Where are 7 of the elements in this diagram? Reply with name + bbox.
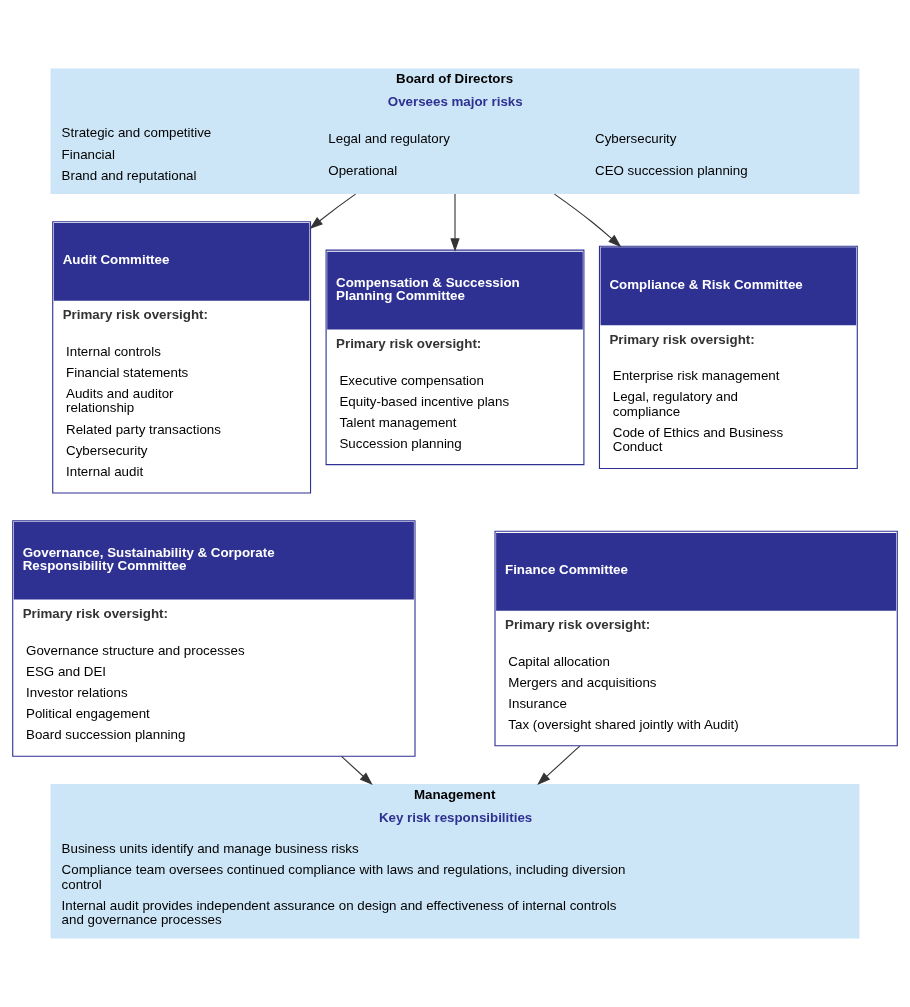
node-box: Management Key risk responsibilities Business units identify and manage business risks Compliance team oversees continued compliance with laws and regulations, including diversion control Internal audit provides independent assurance on design and effectiveness of internal controls and governance processes bbox=[50, 784, 860, 939]
node-box: Board of Directors Oversees major risks Strategic and competitive Financial Brand and reputational Legal and regulatory Operational Cybersecurity CEO succession planning bbox=[50, 68, 860, 194]
arrow bbox=[309, 193, 357, 229]
arrow bbox=[340, 755, 373, 785]
arrow bbox=[450, 193, 460, 252]
arrow bbox=[537, 745, 581, 786]
arrow bbox=[553, 193, 622, 248]
